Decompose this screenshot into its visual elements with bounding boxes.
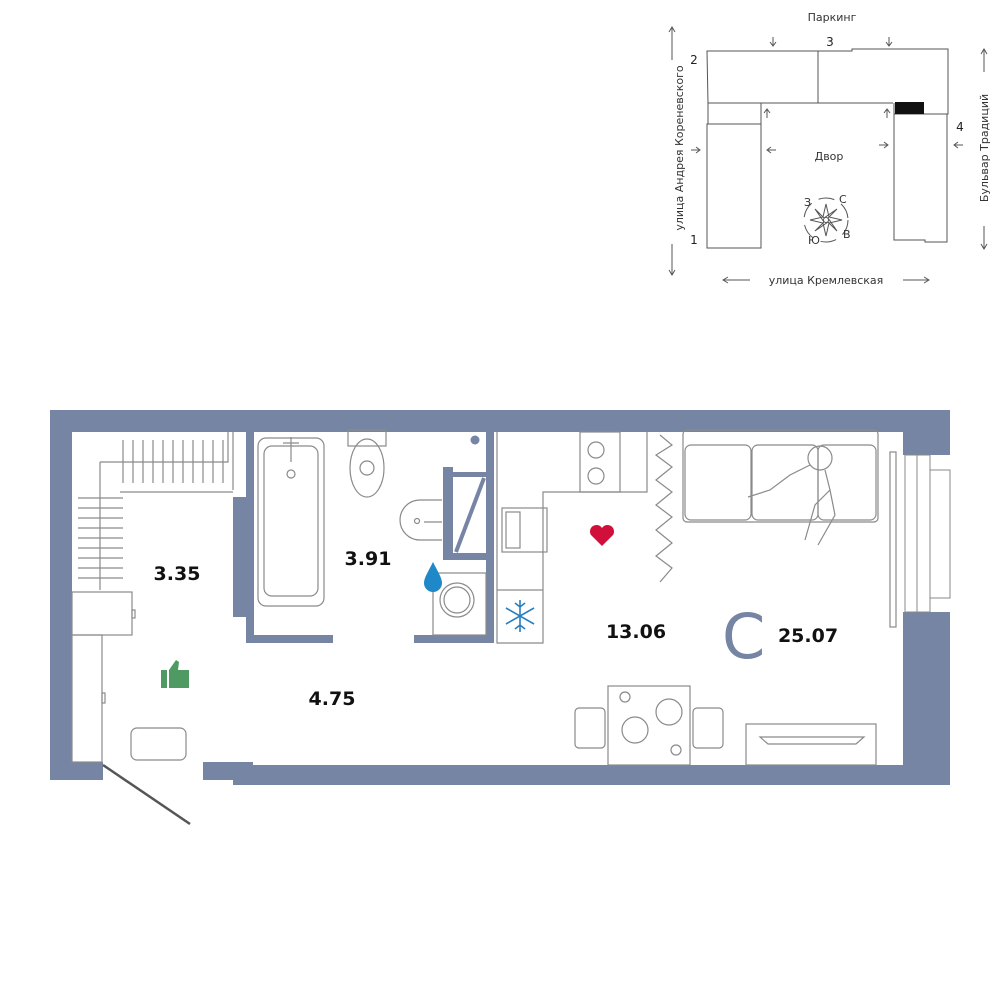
sofa (682, 429, 897, 628)
apartment-location-marker (895, 102, 924, 114)
entrance-door (102, 763, 191, 826)
storage-area: 3.35 (154, 563, 201, 585)
window (904, 454, 951, 613)
parking-label: Паркинг (808, 11, 857, 24)
thumbs-up-icon (161, 660, 189, 688)
toilet (347, 429, 387, 498)
courtyard-label: Двор (815, 150, 844, 163)
person-figure (747, 445, 836, 546)
compass-east: В (843, 228, 851, 241)
left-street-label: улица Андрея Кореневского (673, 65, 686, 231)
compass-icon: С З Ю В (803, 193, 851, 247)
living-area: 13.06 (606, 621, 666, 643)
building-outline (706, 48, 949, 249)
right-street-label: Бульвар Традиций (978, 94, 991, 202)
section-number: 4 (956, 120, 964, 134)
sink (399, 499, 442, 541)
bathroom-area: 3.91 (345, 548, 392, 570)
section-number: 3 (826, 35, 834, 49)
hallway-area: 4.75 (309, 688, 356, 710)
tv-stand (745, 723, 877, 766)
kitchen-counter (496, 431, 648, 644)
wardrobe (71, 432, 234, 763)
total-area: 25.07 (778, 625, 838, 647)
walls (50, 410, 950, 785)
heart-icon (589, 524, 615, 546)
compass-west: З (804, 196, 811, 209)
arrows (668, 26, 988, 284)
dining-table (574, 685, 724, 766)
partition (654, 434, 674, 583)
snowflake-icon (505, 600, 535, 632)
drain-icon (470, 435, 480, 445)
water-drop-icon (424, 562, 442, 592)
compass-south: Ю (808, 234, 820, 247)
section-number: 1 (690, 233, 698, 247)
section-number: 2 (690, 53, 698, 67)
bottom-street-label: улица Кремлевская (769, 274, 884, 287)
washing-machine (432, 572, 487, 636)
compass-north: С (839, 193, 847, 206)
site-plan: Паркинг улица Андрея Кореневского Бульва… (668, 11, 991, 287)
apartment-type-letter: С (722, 600, 765, 673)
bathtub (257, 437, 325, 607)
